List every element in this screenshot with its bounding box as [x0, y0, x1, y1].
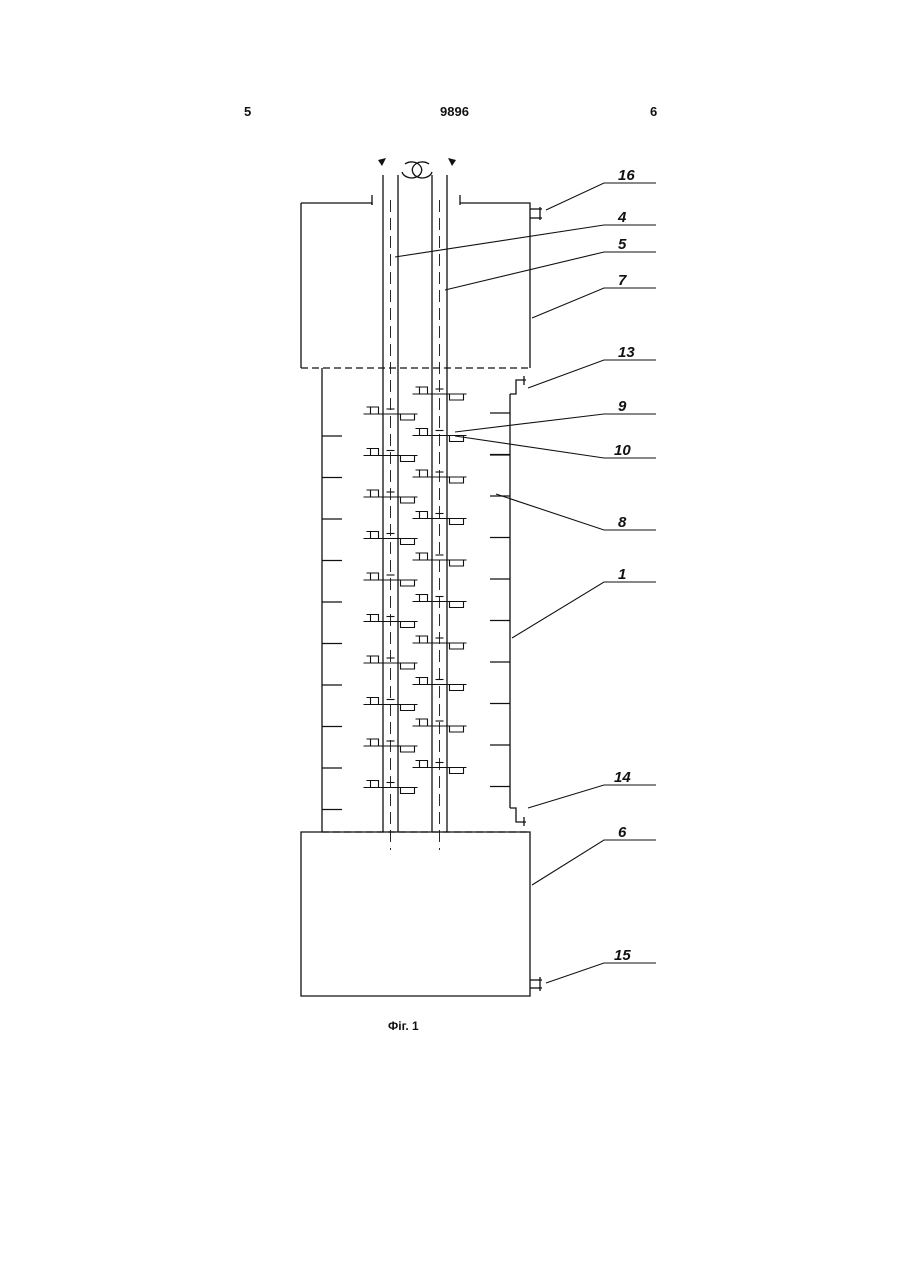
label-13: 13	[618, 344, 635, 361]
mixing-paddle	[413, 636, 467, 649]
label-1: 1	[618, 566, 626, 583]
leader-1	[512, 582, 656, 638]
baffles-right	[490, 413, 510, 787]
upper-chamber	[301, 203, 542, 368]
leader-6	[532, 840, 656, 885]
mixing-paddle	[364, 656, 418, 669]
lower-chamber	[301, 832, 542, 996]
mixing-paddle	[413, 761, 467, 774]
label-7: 7	[618, 272, 627, 289]
label-6: 6	[618, 824, 627, 841]
leader-8	[496, 494, 656, 530]
leader-7	[532, 288, 656, 318]
leader-9	[455, 414, 656, 432]
leader-16	[546, 183, 656, 210]
mixing-paddle	[413, 512, 467, 525]
label-14: 14	[614, 769, 631, 786]
label-16: 16	[618, 167, 635, 184]
label-8: 8	[618, 514, 627, 531]
label-9: 9	[618, 398, 627, 415]
label-5: 5	[618, 236, 627, 253]
right-shaft	[432, 175, 447, 850]
label-4: 4	[617, 209, 627, 226]
figure-caption: Фіг. 1	[388, 1019, 419, 1033]
label-15: 15	[614, 947, 631, 964]
mixing-paddle	[364, 781, 418, 794]
label-10: 10	[614, 442, 631, 459]
column-body	[322, 368, 526, 832]
leader-13	[528, 360, 656, 388]
leader-15	[546, 963, 656, 983]
mixing-paddle	[364, 490, 418, 503]
leader-14	[528, 785, 656, 808]
baffles-left	[322, 436, 342, 810]
left-shaft	[383, 175, 398, 850]
